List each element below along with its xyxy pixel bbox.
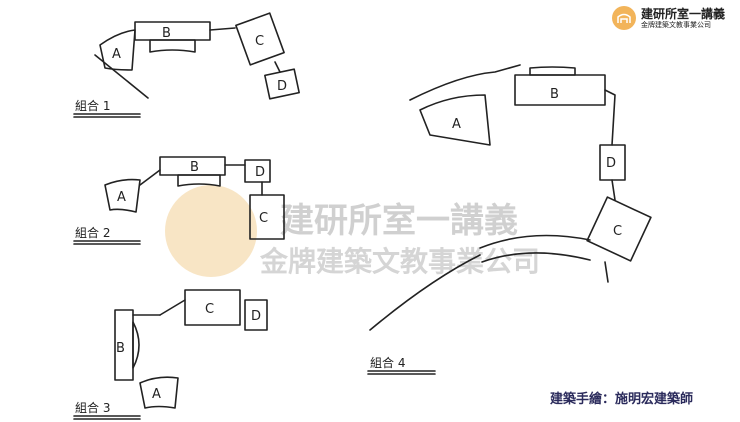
space-b-label: B bbox=[550, 87, 559, 102]
watermark-title: 建研所室一講義 bbox=[280, 201, 518, 241]
space-a-label: A bbox=[112, 47, 121, 62]
combination-3: B C D A 組合 3 bbox=[73, 289, 268, 420]
space-a-label: A bbox=[152, 387, 161, 402]
combination-4: A B D C 組合 4 bbox=[367, 64, 652, 375]
space-a-label: A bbox=[452, 117, 461, 132]
combination-1-label: 組合 1 bbox=[75, 98, 110, 113]
space-c-label: C bbox=[255, 34, 264, 49]
space-c-label: C bbox=[259, 211, 268, 226]
space-d-label: D bbox=[251, 309, 261, 324]
logo: 建研所室一講義 金牌建築文教事業公司 bbox=[612, 6, 725, 30]
space-b-label: B bbox=[116, 341, 125, 356]
logo-subtitle: 金牌建築文教事業公司 bbox=[641, 20, 711, 29]
space-d-label: D bbox=[277, 79, 287, 94]
credit-text: 建築手繪：施明宏建築師 bbox=[550, 392, 694, 407]
space-c-label: C bbox=[205, 302, 214, 317]
combination-2: A B D C 組合 2 bbox=[73, 156, 285, 245]
space-b-label: B bbox=[162, 26, 171, 41]
house-arch-icon bbox=[612, 6, 636, 30]
combination-2-label: 組合 2 bbox=[75, 225, 110, 240]
combination-3-label: 組合 3 bbox=[75, 400, 110, 415]
space-c-label: C bbox=[613, 224, 622, 239]
combination-1: A B C D 組合 1 bbox=[73, 12, 300, 118]
space-b-label: B bbox=[190, 160, 199, 175]
space-d-label: D bbox=[255, 165, 265, 180]
watermark-subtitle: 金牌建築文教事業公司 bbox=[260, 245, 541, 278]
combination-4-label: 組合 4 bbox=[370, 355, 405, 370]
space-d-label: D bbox=[606, 156, 616, 171]
watermark-logo-icon bbox=[165, 185, 257, 277]
space-a-label: A bbox=[117, 190, 126, 205]
logo-title: 建研所室一講義 bbox=[641, 6, 726, 21]
